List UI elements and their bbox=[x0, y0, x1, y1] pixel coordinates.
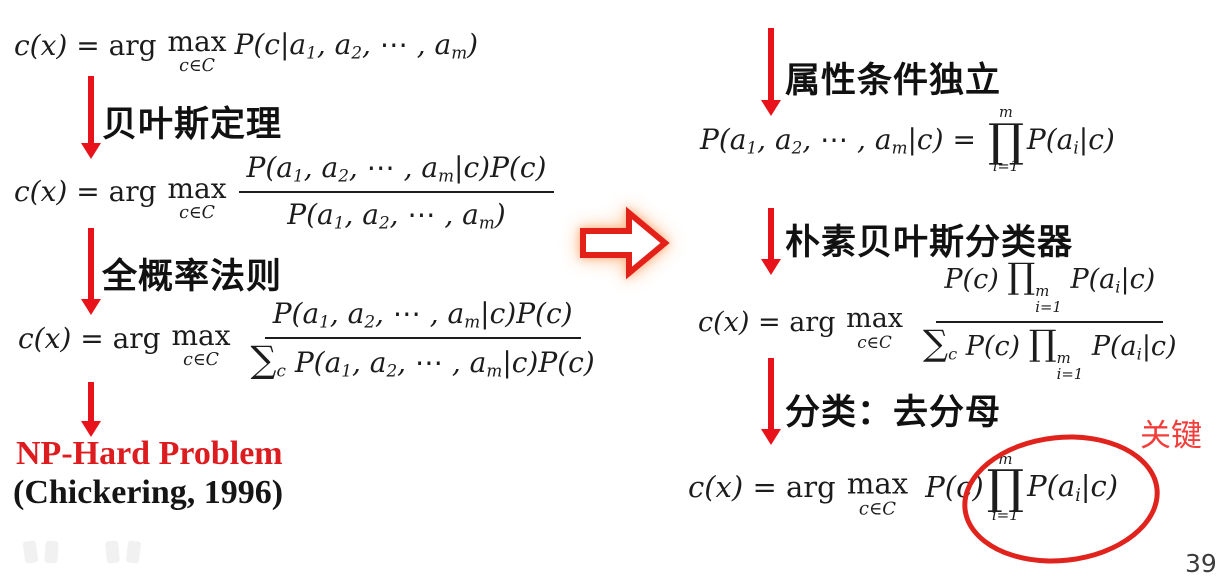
formula-independence: P(a1, a2, ⋯ , am|c) = m ∏ i=1 P(ai|c) bbox=[700, 104, 1115, 176]
watermark-shape bbox=[22, 540, 39, 564]
down-arrow-classification-icon bbox=[768, 358, 774, 430]
down-arrow-total-prob-icon bbox=[88, 228, 94, 300]
page-number: 39 bbox=[1185, 549, 1217, 578]
big-right-arrow-icon bbox=[580, 206, 670, 280]
argmax-stack: max c∈C bbox=[171, 318, 231, 370]
argmax-stack: max c∈C bbox=[846, 466, 909, 520]
numerator: P(a1, a2, ⋯ , am|c)P(c) bbox=[264, 297, 581, 340]
down-arrow-independence-icon bbox=[768, 28, 774, 101]
down-arrow-bayes-icon bbox=[88, 76, 94, 144]
formula-lhs: c(x) = arg bbox=[688, 470, 845, 505]
formula-total-probability: c(x) = arg max c∈C P(a1, a2, ⋯ , am|c)P(… bbox=[18, 297, 603, 382]
formula-rhs: P(c|a1, a2, ⋯ , am) bbox=[234, 27, 479, 63]
numerator: P(a1, a2, ⋯ , am|c)P(c) bbox=[238, 151, 555, 194]
formula-lhs: c(x) = arg bbox=[698, 306, 845, 338]
down-arrow-np-hard-icon bbox=[88, 382, 94, 422]
formula-lhs: P(a1, a2, ⋯ , am|c) = bbox=[700, 122, 985, 158]
formula-prior: P(c) bbox=[916, 470, 984, 505]
formula-bayes-rule: c(x) = arg max c∈C P(a1, a2, ⋯ , am|c)P(… bbox=[14, 151, 555, 233]
product-operator: m ∏ i=1 bbox=[986, 450, 1025, 525]
fraction: P(a1, a2, ⋯ , am|c)P(c) ∑c P(a1, a2, ⋯ ,… bbox=[243, 297, 603, 382]
formula-lhs: c(x) = arg bbox=[14, 175, 166, 209]
key-annotation: 关键 bbox=[1140, 418, 1202, 454]
formula-rhs: P(ai|c) bbox=[1026, 122, 1115, 158]
label-remove-denominator: 分类：去分母 bbox=[785, 393, 1002, 433]
product-operator: m ∏ i=1 bbox=[987, 104, 1024, 176]
label-naive-bayes-classifier: 朴素贝叶斯分类器 bbox=[785, 223, 1074, 263]
formula-lhs: c(x) = arg bbox=[14, 28, 166, 62]
denominator: ∑c P(a1, a2, ⋯ , am|c)P(c) bbox=[250, 338, 595, 382]
label-attribute-independence: 属性条件独立 bbox=[785, 61, 1002, 101]
formula-posterior: c(x) = arg max c∈C P(c|a1, a2, ⋯ , am) bbox=[14, 22, 479, 75]
np-hard-citation: (Chickering, 1996) bbox=[13, 474, 284, 511]
watermark-shape bbox=[105, 540, 120, 564]
formula-lhs: c(x) = arg bbox=[18, 322, 170, 356]
argmax-stack: max c∈C bbox=[846, 303, 904, 353]
np-hard-title: NP-Hard Problem bbox=[16, 435, 283, 472]
denominator: P(a1, a2, ⋯ , am) bbox=[287, 198, 506, 233]
down-arrow-naive-bayes-icon bbox=[768, 208, 774, 260]
argmax-stack: max c∈C bbox=[167, 171, 227, 223]
fraction: P(a1, a2, ⋯ , am|c)P(c) P(a1, a2, ⋯ , am… bbox=[238, 151, 555, 233]
formula-rhs: P(ai|c) bbox=[1027, 468, 1119, 506]
label-total-probability: 全概率法则 bbox=[102, 257, 283, 297]
watermark-shape bbox=[44, 540, 59, 564]
watermark-shape bbox=[125, 540, 142, 564]
formula-final: c(x) = arg max c∈C P(c) m ∏ i=1 P(ai|c) bbox=[688, 450, 1119, 525]
argmax-stack: max c∈C bbox=[167, 25, 227, 77]
label-bayes-theorem: 贝叶斯定理 bbox=[102, 105, 283, 145]
